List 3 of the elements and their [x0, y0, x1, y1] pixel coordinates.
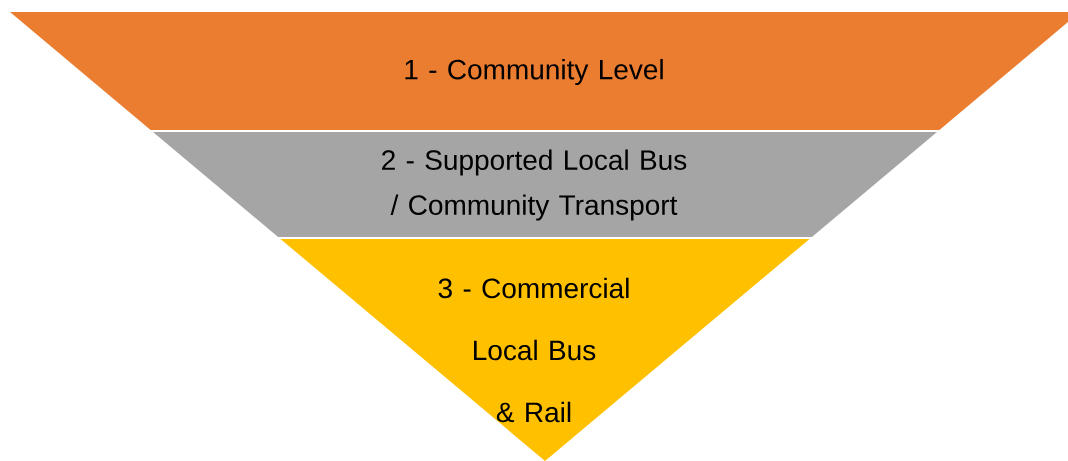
funnel-band: 3 - Commercial Local Bus & Rail	[280, 239, 810, 461]
funnel-band: 2 - Supported Local Bus / Community Transport	[153, 132, 938, 237]
funnel-band: 1 - Community Level	[10, 12, 1068, 130]
